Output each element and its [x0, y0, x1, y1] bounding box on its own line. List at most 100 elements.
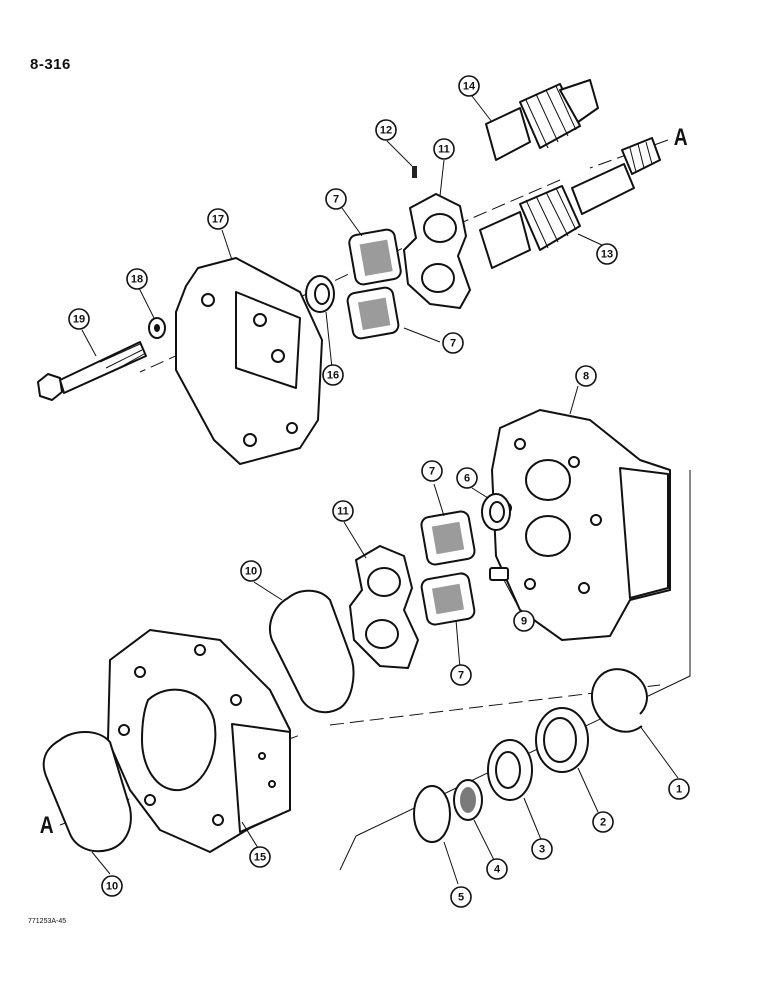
callout-1: 1 [668, 778, 690, 800]
callout-circle [126, 268, 148, 290]
bolt [37, 341, 147, 401]
callout-17: 17 [207, 208, 229, 230]
gasket-upper [269, 589, 355, 714]
reference-mark-bottom: A [39, 812, 54, 839]
callout-circle [592, 811, 614, 833]
callout-circle [442, 332, 464, 354]
idler-gear [485, 79, 599, 161]
callout-number: 17 [212, 214, 224, 226]
callout-circle [322, 364, 344, 386]
lip-seal [535, 707, 589, 773]
callout-circle [421, 460, 443, 482]
callout-number: 8 [583, 371, 589, 383]
callout-14: 14 [458, 75, 480, 97]
callout-circle [456, 467, 478, 489]
plug [489, 567, 509, 581]
callout-12: 12 [375, 119, 397, 141]
callout-8: 8 [575, 365, 597, 387]
callout-circle [486, 858, 508, 880]
needle-bearing-lower-1 [420, 510, 476, 566]
callout-circle [575, 365, 597, 387]
callout-number: 14 [463, 81, 476, 93]
callout-18: 18 [126, 268, 148, 290]
callout-10: 10 [101, 875, 123, 897]
callout-number: 12 [380, 125, 392, 137]
callout-number: 11 [438, 144, 450, 156]
callout-number: 10 [106, 881, 118, 893]
callout-number: 19 [73, 314, 85, 326]
callout-circle [450, 886, 472, 908]
callout-6: 6 [456, 467, 478, 489]
callout-circle [433, 138, 455, 160]
callout-circle [531, 838, 553, 860]
callout-number: 10 [245, 566, 257, 578]
callout-number: 7 [450, 338, 456, 350]
callout-number: 15 [254, 852, 266, 864]
callout-circle [513, 610, 535, 632]
needle-bearing-upper-1 [348, 228, 402, 286]
o-ring [413, 785, 451, 843]
callout-11: 11 [433, 138, 455, 160]
snap-ring [590, 668, 648, 733]
reference-mark-top: A [673, 124, 688, 151]
callout-number: 6 [464, 473, 470, 485]
seal-ring [453, 779, 483, 821]
back-cover [175, 257, 323, 465]
callout-circle [332, 500, 354, 522]
callout-10: 10 [240, 560, 262, 582]
gear-housing [107, 629, 291, 853]
callout-7: 7 [442, 332, 464, 354]
callout-number: 11 [337, 506, 349, 518]
callout-circle [458, 75, 480, 97]
callout-number: 7 [458, 670, 464, 682]
callout-7: 7 [450, 664, 472, 686]
page-number: 8-316 [30, 56, 71, 73]
wear-plate-upper [403, 193, 471, 309]
callout-circle [325, 188, 347, 210]
callout-circle [240, 560, 262, 582]
callout-circle [68, 308, 90, 330]
callout-number: 9 [521, 616, 527, 628]
callout-3: 3 [531, 838, 553, 860]
callout-circle [375, 119, 397, 141]
callout-16: 16 [322, 364, 344, 386]
callout-number: 7 [429, 466, 435, 478]
callout-4: 4 [486, 858, 508, 880]
callout-number: 3 [539, 844, 545, 856]
callout-number: 1 [676, 784, 682, 796]
gasket-lower [42, 731, 132, 853]
figure-code: 771253A-45 [28, 918, 67, 925]
callout-number: 16 [327, 370, 339, 382]
callout-7: 7 [421, 460, 443, 482]
callout-9: 9 [513, 610, 535, 632]
callout-number: 7 [333, 194, 339, 206]
leader-lines [81, 95, 679, 885]
dowel-pin [412, 166, 417, 178]
callout-11: 11 [332, 500, 354, 522]
callout-circle [596, 243, 618, 265]
callout-circle [249, 846, 271, 868]
callout-number: 2 [600, 817, 606, 829]
callout-5: 5 [450, 886, 472, 908]
callout-19: 19 [68, 308, 90, 330]
callout-2: 2 [592, 811, 614, 833]
callout-circle [101, 875, 123, 897]
callout-circle [668, 778, 690, 800]
callout-13: 13 [596, 243, 618, 265]
callout-number: 18 [131, 274, 143, 286]
needle-bearing-lower-2 [420, 572, 476, 626]
callout-circle [207, 208, 229, 230]
drive-gear-shaft [479, 137, 661, 269]
spacer [487, 739, 533, 801]
callout-number: 5 [458, 892, 464, 904]
wear-plate-lower [349, 545, 419, 669]
pump-body [491, 409, 671, 641]
callout-number: 4 [494, 864, 501, 876]
callout-circle [450, 664, 472, 686]
callout-7: 7 [325, 188, 347, 210]
needle-bearing-upper-2 [346, 286, 400, 340]
callout-15: 15 [249, 846, 271, 868]
